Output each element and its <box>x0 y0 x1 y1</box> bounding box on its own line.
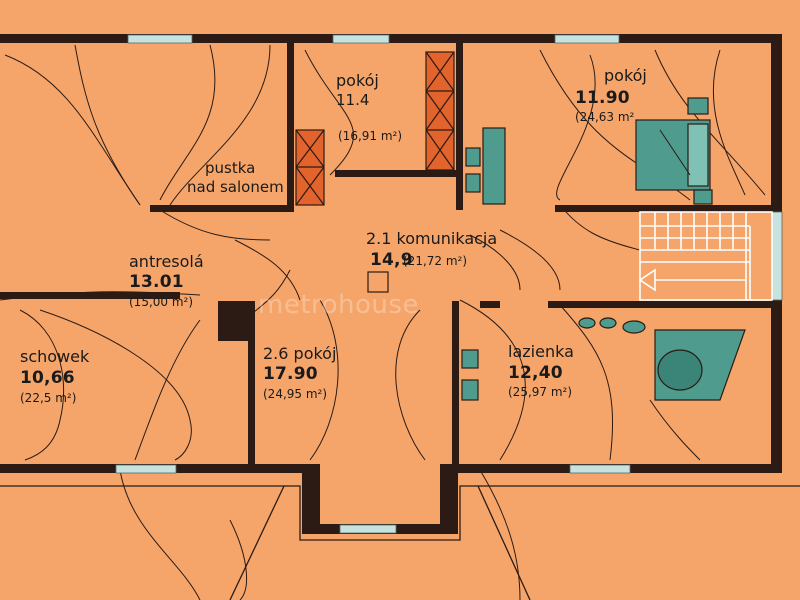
window-5 <box>569 464 631 474</box>
right-wall-lower <box>771 300 782 472</box>
chair-1 <box>465 147 481 167</box>
desk <box>482 127 506 205</box>
pokoj-c-name: 2.6 pokój <box>263 344 337 363</box>
furniture <box>461 97 746 401</box>
wall-pokoj-b-bottom <box>555 205 775 212</box>
pokoj-c-number: 17.90 <box>263 364 318 384</box>
right-wall-upper <box>771 34 782 212</box>
komunikacja-name: 2.1 komunikacja <box>366 229 498 248</box>
door-swing-curves <box>0 44 766 600</box>
komunikacja-number: 14,9 <box>370 250 413 270</box>
nightstand-2 <box>693 189 713 205</box>
bay-left <box>302 464 320 534</box>
wall-pokoj-a-left <box>287 34 294 210</box>
lazienka-area: (25,97 m²) <box>508 385 573 399</box>
wall-pokoj-c-right <box>452 301 459 473</box>
chair-2 <box>465 173 481 193</box>
pokoj-b-name: pokój <box>604 66 647 85</box>
antresola-area: (15,00 m²) <box>129 295 194 309</box>
wardrobes <box>295 51 455 206</box>
pustka-line2: nad salonem <box>187 178 284 196</box>
toilet-2 <box>461 379 479 401</box>
sink-1 <box>578 317 596 329</box>
pillows <box>687 123 709 187</box>
pokoj-a-name: pokój <box>336 71 379 90</box>
komunikacja-area: (21,72 m²) <box>403 254 468 268</box>
bay-right <box>440 464 458 534</box>
antresola-number: 13.01 <box>129 272 184 292</box>
bidet <box>622 320 646 334</box>
pokoj-a-area: (16,91 m²) <box>338 129 403 143</box>
pokoj-a-number: 11.4 <box>336 91 370 109</box>
window-4 <box>115 464 177 474</box>
pokoj-b-area: (24,63 m² <box>575 110 635 124</box>
windows <box>115 34 783 534</box>
pustka-line1: pustka <box>205 159 256 177</box>
window-6 <box>339 524 397 534</box>
schowek-number: 10,66 <box>20 368 75 388</box>
sink-2 <box>599 317 617 329</box>
schowek-area: (22,5 m²) <box>20 391 77 405</box>
wall-pokoj-c-left <box>248 301 255 473</box>
pokoj-b-number: 11.90 <box>575 88 630 108</box>
lazienka-number: 12,40 <box>508 363 563 383</box>
pokoj-c-area: (24,95 m²) <box>263 387 328 401</box>
staircase <box>638 211 773 301</box>
wall-pokoj-a-right <box>456 34 463 210</box>
terrace-outline <box>0 485 800 600</box>
wall-pokoj-a-bottom <box>335 170 463 177</box>
lazienka-name: lazienka <box>508 342 574 361</box>
wall-stub <box>480 301 500 308</box>
antresola-name: antresolá <box>129 252 204 271</box>
schowek-name: schowek <box>20 347 90 366</box>
nightstand-1 <box>687 97 709 115</box>
attic-hatch <box>367 271 389 293</box>
window-1 <box>127 34 193 44</box>
top-wall <box>0 34 782 43</box>
window-7 <box>771 211 783 301</box>
watermark: metrohouse <box>258 290 419 320</box>
wall-lazienka-top <box>548 301 782 308</box>
wall-antresola-bottom <box>0 292 180 299</box>
wall-pustka-bottom <box>150 205 294 212</box>
window-3 <box>554 34 620 44</box>
window-2 <box>332 34 390 44</box>
toilet-1 <box>461 349 479 369</box>
